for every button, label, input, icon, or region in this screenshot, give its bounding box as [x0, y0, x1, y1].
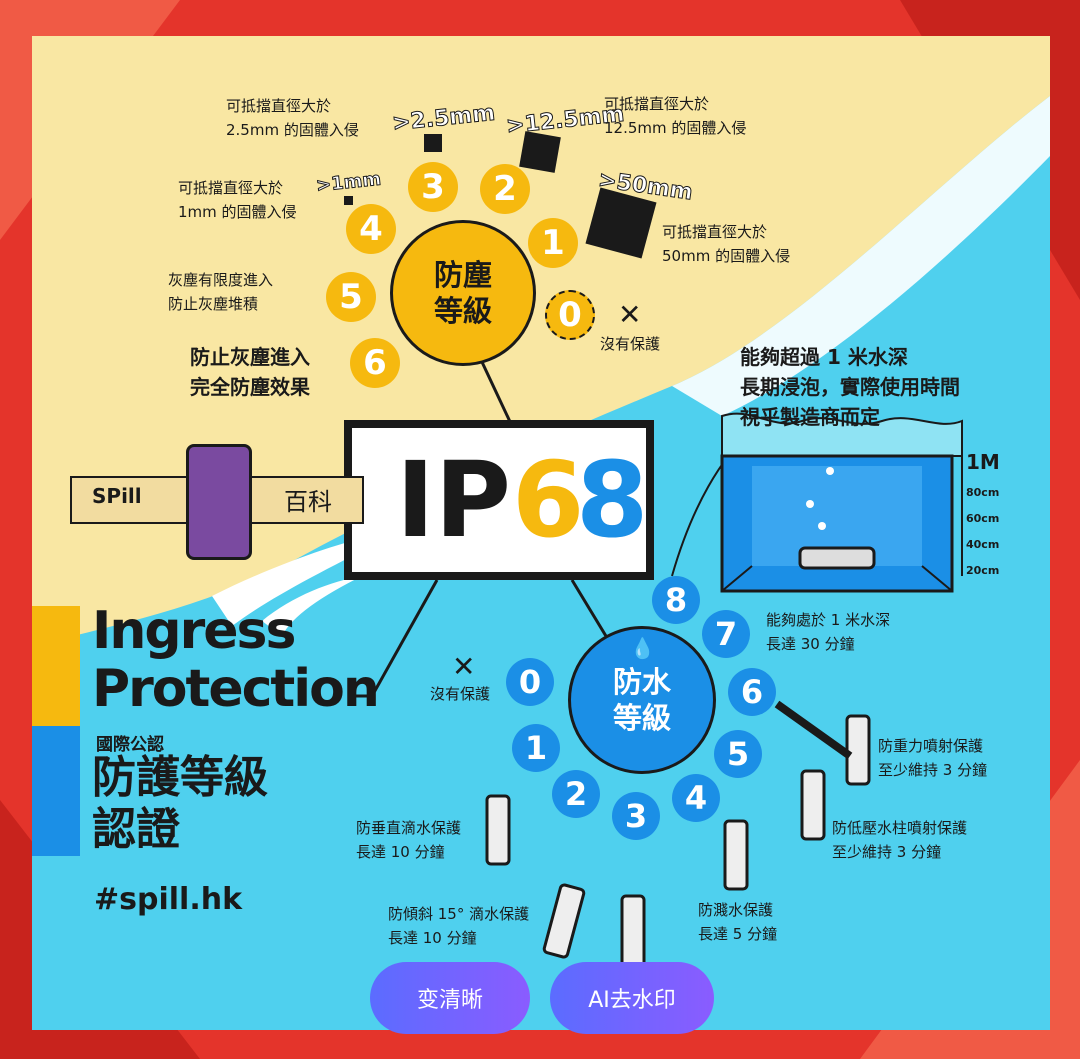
dust-no-protection-x-icon: ✕ — [618, 298, 642, 331]
dust-l4-desc: 可抵擋直徑大於 1mm 的固體入侵 — [178, 176, 297, 224]
dust-level-1-badge: 1 — [528, 218, 578, 268]
dust-l1-line1: 可抵擋直徑大於 — [662, 223, 768, 241]
water-l2-desc: 防傾斜 15° 滴水保護 長達 10 分鐘 — [388, 902, 529, 950]
dust-l4-line2: 1mm 的固體入侵 — [178, 203, 297, 221]
ip-dust-digit: 6 — [512, 439, 585, 561]
water-l4-line1: 防濺水保護 — [698, 901, 774, 919]
depth-20cm: 20cm — [966, 564, 1000, 577]
ip-prefix: IP — [396, 439, 511, 561]
title-chinese: 防護等級 認證 — [92, 752, 268, 856]
dust-l5-line2: 防止灰塵堆積 — [168, 295, 259, 313]
remove-watermark-button[interactable]: AI去水印 — [550, 962, 714, 1034]
water-l8-desc: 能夠超過 1 米水深 長期浸泡，實際使用時間 視乎製造商而定 — [740, 342, 960, 432]
water-l6-line2: 至少維持 3 分鐘 — [878, 761, 988, 779]
infographic-card: 防塵 等級 0 1 2 3 4 5 6 >2.5mm >12.5mm >50mm… — [32, 36, 1050, 1030]
water-l5-line2: 至少維持 3 分鐘 — [832, 843, 942, 861]
dust-l3-desc: 可抵擋直徑大於 2.5mm 的固體入侵 — [226, 94, 359, 142]
water-l7-desc: 能夠處於 1 米水深 長達 30 分鐘 — [766, 608, 890, 656]
dust-level-5-badge: 5 — [326, 272, 376, 322]
dust-l5-desc: 灰塵有限度進入 防止灰塵堆積 — [168, 268, 273, 316]
book-icon — [186, 444, 252, 560]
water-level-3-badge: 3 — [612, 792, 660, 840]
water-l8-line2: 長期浸泡，實際使用時間 — [740, 375, 960, 399]
water-l4-line2: 長達 5 分鐘 — [698, 925, 778, 943]
water-l4-desc: 防濺水保護 長達 5 分鐘 — [698, 898, 777, 946]
water-title-line2: 等級 — [612, 701, 671, 735]
water-level-4-badge: 4 — [672, 774, 720, 822]
water-l8-line1: 能夠超過 1 米水深 — [740, 345, 908, 369]
depth-60cm: 60cm — [966, 512, 1000, 525]
dust-level-3-badge: 3 — [408, 162, 458, 212]
water-level-1-badge: 1 — [512, 724, 560, 772]
water-no-protection-x-icon: ✕ — [452, 650, 476, 683]
water-level-7-badge: 7 — [702, 610, 750, 658]
title-sub: 國際公認 — [96, 735, 164, 755]
water-l1-line1: 防垂直滴水保護 — [356, 819, 462, 837]
dust-l2-line1: 可抵擋直徑大於 — [604, 95, 710, 113]
dust-level-0-badge: 0 — [545, 290, 595, 340]
water-rating-center: 防水 等級 — [568, 626, 716, 774]
water-l6-desc: 防重力噴射保護 至少維持 3 分鐘 — [878, 734, 987, 782]
water-level-6-badge: 6 — [728, 668, 776, 716]
water-l5-desc: 防低壓水柱噴射保護 至少維持 3 分鐘 — [832, 816, 967, 864]
water-l7-line1: 能夠處於 1 米水深 — [766, 611, 891, 629]
water-title-line1: 防水 — [612, 665, 671, 699]
water-drop-icon: 💧 — [630, 636, 655, 660]
dust-l0-desc: 沒有保護 — [600, 335, 661, 353]
dust-level-6-badge: 6 — [350, 338, 400, 388]
title-big2: 認證 — [92, 804, 180, 855]
dust-l6-line2: 完全防塵效果 — [190, 375, 310, 399]
ip68-label-box: IP 6 8 — [344, 420, 654, 580]
spill-tag: 百科 — [284, 488, 332, 516]
spill-logo-text: SPill — [92, 484, 142, 508]
dust-l2-line2: 12.5mm 的固體入侵 — [604, 119, 747, 137]
dust-l5-line1: 灰塵有限度進入 — [168, 271, 274, 289]
dust-l2-desc: 可抵擋直徑大於 12.5mm 的固體入侵 — [604, 92, 746, 140]
dust-level-2-badge: 2 — [480, 164, 530, 214]
water-level-5-badge: 5 — [714, 730, 762, 778]
water-l7-line2: 長達 30 分鐘 — [766, 635, 855, 653]
water-l6-line1: 防重力噴射保護 — [878, 737, 984, 755]
water-l1-desc: 防垂直滴水保護 長達 10 分鐘 — [356, 816, 461, 864]
hashtag: #spill.hk — [94, 882, 243, 917]
water-l0-desc: 沒有保護 — [430, 685, 491, 703]
enhance-button[interactable]: 变清晰 — [370, 962, 530, 1034]
title-big1: 防護等級 — [92, 752, 268, 803]
water-level-8-badge: 8 — [652, 576, 700, 624]
dust-l1-desc: 可抵擋直徑大於 50mm 的固體入侵 — [662, 220, 790, 268]
dust-title-line2: 等級 — [433, 294, 492, 328]
water-l8-line3: 視乎製造商而定 — [740, 405, 880, 429]
dust-l4-line1: 可抵擋直徑大於 — [178, 179, 284, 197]
depth-1m-label: 1M — [966, 450, 1000, 474]
title-english: Ingress Protection — [92, 601, 380, 719]
dust-l1-line2: 50mm 的固體入侵 — [662, 247, 791, 265]
dust-l3-line2: 2.5mm 的固體入侵 — [226, 121, 359, 139]
dust-rating-center: 防塵 等級 — [390, 220, 536, 366]
depth-scale: 80cm 60cm 40cm 20cm — [966, 480, 999, 584]
depth-40cm: 40cm — [966, 538, 1000, 551]
water-l1-line2: 長達 10 分鐘 — [356, 843, 445, 861]
title-protection: Protection — [92, 659, 380, 719]
dust-level-4-badge: 4 — [346, 204, 396, 254]
dust-l6-desc: 防止灰塵進入 完全防塵效果 — [190, 342, 310, 402]
ip-water-digit: 8 — [576, 439, 649, 561]
water-l5-line1: 防低壓水柱噴射保護 — [832, 819, 968, 837]
water-l2-line1: 防傾斜 15° 滴水保護 — [388, 905, 530, 923]
dust-l3-line1: 可抵擋直徑大於 — [226, 97, 332, 115]
dust-title-line1: 防塵 — [433, 258, 492, 292]
dust-l6-line1: 防止灰塵進入 — [190, 345, 310, 369]
title-ingress: Ingress — [92, 601, 296, 661]
water-level-0-badge: 0 — [506, 658, 554, 706]
depth-80cm: 80cm — [966, 486, 1000, 499]
water-l2-line2: 長達 10 分鐘 — [388, 929, 477, 947]
water-level-2-badge: 2 — [552, 770, 600, 818]
